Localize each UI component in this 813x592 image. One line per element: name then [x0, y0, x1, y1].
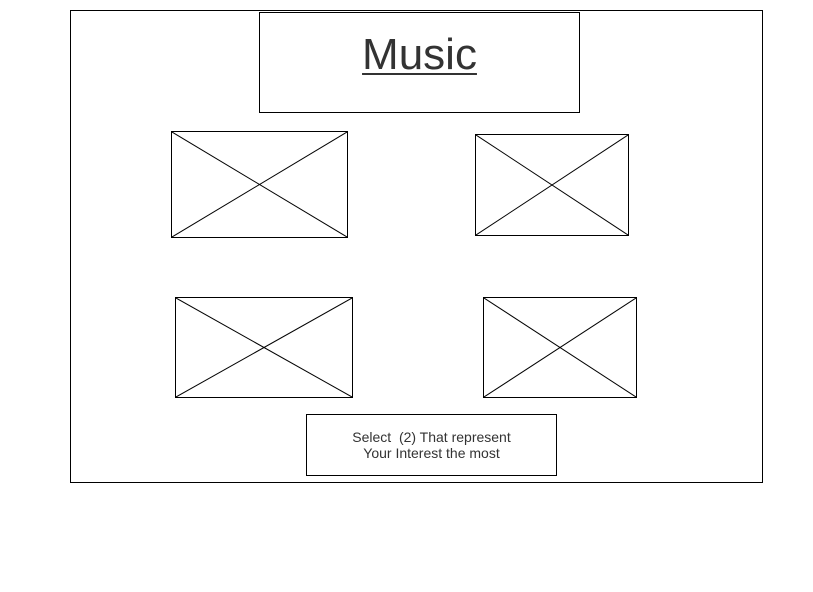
instruction-box: Select (2) That represent Your Interest …: [306, 414, 557, 476]
music-option-1[interactable]: [171, 131, 348, 238]
image-placeholder-icon: [476, 135, 628, 235]
music-option-4[interactable]: [483, 297, 637, 398]
page-frame: [70, 10, 763, 483]
page-title: Music: [362, 30, 477, 79]
image-placeholder-icon: [484, 298, 636, 397]
title-box: Music: [259, 12, 580, 113]
image-placeholder-icon: [176, 298, 352, 397]
instruction-line-1: Select (2) That represent: [352, 429, 511, 445]
instruction-line-2: Your Interest the most: [363, 445, 500, 461]
image-placeholder-icon: [172, 132, 347, 237]
music-option-2[interactable]: [475, 134, 629, 236]
music-option-3[interactable]: [175, 297, 353, 398]
